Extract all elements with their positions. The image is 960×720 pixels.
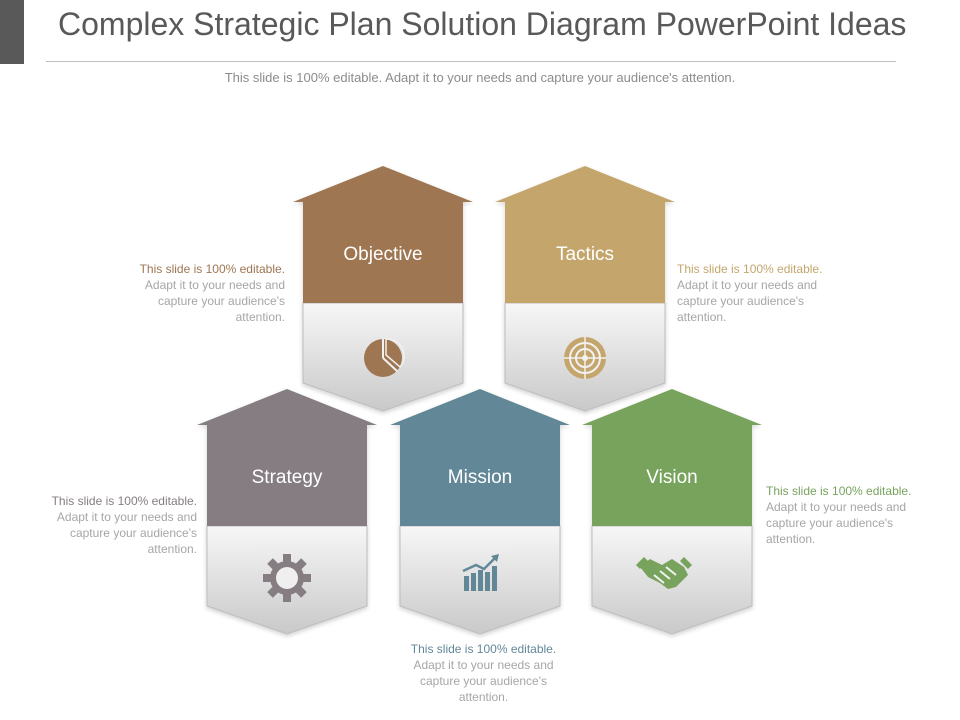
description-tactics-text: Adapt it to your needs and capture your …	[677, 278, 818, 324]
node-vision-top	[582, 389, 762, 526]
slide-subtitle: This slide is 100% editable. Adapt it to…	[224, 70, 736, 85]
description-mission-lead: This slide is 100% editable.	[410, 642, 557, 656]
node-vision: Vision	[582, 389, 762, 635]
node-vision-label: Vision	[646, 467, 697, 488]
description-objective-text: Adapt it to your needs and capture your …	[144, 278, 285, 324]
node-mission: Mission	[390, 389, 570, 635]
node-mission-label: Mission	[448, 467, 512, 488]
description-mission-text: Adapt it to your needs and capture your …	[413, 658, 554, 704]
target-icon	[564, 337, 606, 379]
description-strategy-lead: This slide is 100% editable.	[51, 494, 197, 508]
corner-accent	[0, 0, 24, 64]
node-tactics-top	[495, 166, 675, 303]
pie-chart-icon	[364, 338, 405, 377]
node-strategy-label: Strategy	[252, 467, 323, 488]
description-vision: This slide is 100% editable. Adapt it to…	[766, 483, 941, 547]
node-objective-top	[293, 166, 473, 303]
description-mission: This slide is 100% editable. Adapt it to…	[406, 641, 561, 705]
node-tactics: Tactics	[495, 166, 675, 412]
description-strategy-text: Adapt it to your needs and capture your …	[56, 510, 197, 556]
node-mission-top	[390, 389, 570, 526]
node-objective-label: Objective	[343, 244, 422, 265]
node-tactics-label: Tactics	[556, 244, 614, 265]
bar-chart-icon	[462, 554, 499, 591]
description-tactics-lead: This slide is 100% editable.	[677, 262, 823, 276]
description-objective: This slide is 100% editable. Adapt it to…	[110, 261, 285, 325]
handshake-icon	[636, 557, 692, 589]
title-divider	[46, 61, 896, 62]
description-vision-lead: This slide is 100% editable.	[766, 484, 912, 498]
description-vision-text: Adapt it to your needs and capture your …	[766, 500, 907, 546]
node-objective: Objective	[293, 166, 473, 412]
description-tactics: This slide is 100% editable. Adapt it to…	[677, 261, 852, 325]
description-objective-lead: This slide is 100% editable.	[139, 262, 285, 276]
node-strategy: Strategy	[197, 389, 377, 635]
slide-title: Complex Strategic Plan Solution Diagram …	[58, 6, 907, 42]
gear-icon	[263, 554, 311, 602]
node-strategy-top	[197, 389, 377, 526]
description-strategy: This slide is 100% editable. Adapt it to…	[22, 493, 197, 557]
